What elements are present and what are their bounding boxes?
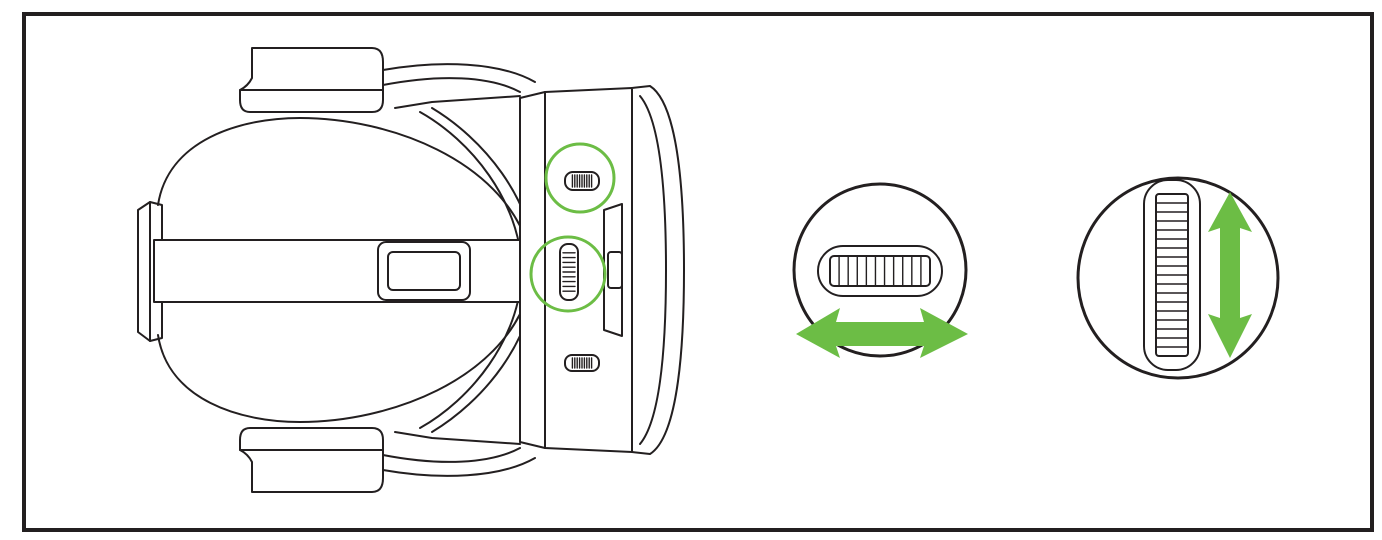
figure-border [22,12,1374,532]
middle-dial [559,243,579,301]
vr-headset-top-view-icon [137,47,685,493]
horizontal-dial-icon [838,255,922,287]
horizontal-dial-detail [792,182,968,358]
up-down-arrow-icon [1208,192,1252,358]
lower-dial [564,354,600,372]
middle-dial-highlight [529,235,607,313]
upper-dial-highlight [544,142,616,214]
left-right-arrow-icon [796,308,968,358]
vertical-dial-detail [1076,176,1280,380]
vertical-dial-icon [1155,202,1189,348]
upper-dial [564,171,600,191]
